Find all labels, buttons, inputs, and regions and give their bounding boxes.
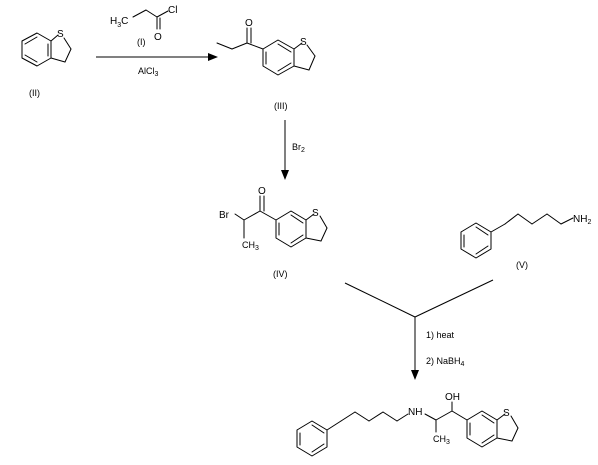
hydroxyl-group: OH xyxy=(445,392,460,403)
sulfur-atom: S xyxy=(57,29,64,40)
compound-iii-label: (III) xyxy=(274,101,288,111)
oxygen-atom: O xyxy=(258,186,266,197)
sulfur-atom: S xyxy=(503,408,510,419)
methyl-group: H3C xyxy=(110,16,128,29)
methyl-group: CH3 xyxy=(242,240,259,252)
sulfur-atom: S xyxy=(312,208,319,219)
reagent-i-structure: H3C Cl O xyxy=(110,5,177,43)
chlorine-atom: Cl xyxy=(168,5,177,16)
compound-i-label: (I) xyxy=(137,37,146,47)
reaction-arrow-step3 xyxy=(344,279,494,380)
step3-reagent-nabh4: 2) NaBH4 xyxy=(426,356,465,368)
compound-iii-structure: O S xyxy=(216,18,316,76)
step3-condition-heat: 1) heat xyxy=(426,330,455,340)
methyl-group: CH3 xyxy=(433,434,450,446)
product-structure: NH CH3 OH S xyxy=(296,392,519,457)
compound-iv-label: (IV) xyxy=(273,269,288,279)
compound-v-label: (V) xyxy=(516,260,528,270)
compound-v-structure: NH2 xyxy=(460,213,591,259)
amine-nitrogen: NH xyxy=(408,407,422,418)
oxygen-atom: O xyxy=(154,32,162,43)
reaction-arrow-step2 xyxy=(281,120,289,180)
bromine-atom: Br xyxy=(219,210,230,221)
step2-reagent-br2: Br2 xyxy=(292,142,305,154)
step1-reagent-alcl3: AlCl3 xyxy=(138,66,159,78)
reaction-arrow-step1 xyxy=(96,53,218,61)
amine-group: NH2 xyxy=(573,214,591,226)
compound-ii-structure: S xyxy=(21,29,72,67)
sulfur-atom: S xyxy=(300,37,307,48)
oxygen-atom: O xyxy=(245,18,253,29)
compound-ii-label: (II) xyxy=(29,88,40,98)
compound-iv-structure: Br CH3 O S xyxy=(219,186,328,252)
